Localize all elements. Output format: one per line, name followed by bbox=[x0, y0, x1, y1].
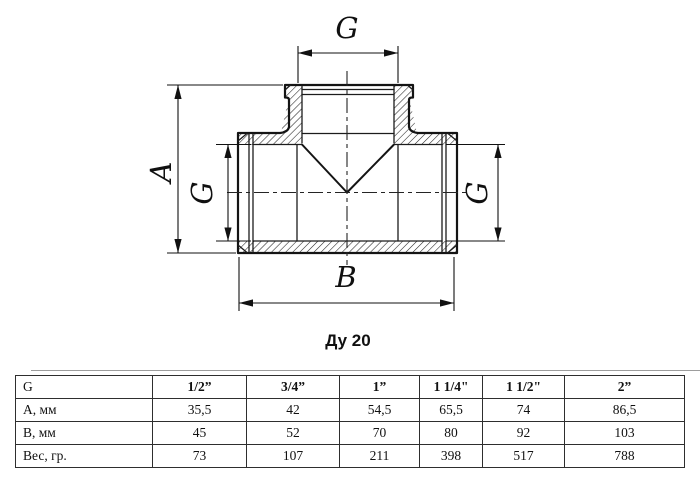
table-cell: 103 bbox=[564, 421, 685, 445]
table-cell: 92 bbox=[482, 421, 565, 445]
table-row-b-mm: В, мм 45 52 70 80 92 103 bbox=[15, 421, 685, 445]
dimension-g-top: G bbox=[297, 11, 399, 83]
arrowhead-right-icon bbox=[384, 49, 398, 57]
arrowhead-up-icon bbox=[494, 144, 502, 158]
dim-label-a: A bbox=[144, 162, 178, 186]
table-row-thread-sizes: G 1/2” 3/4” 1” 1 1/4" 1 1/2" 2” bbox=[15, 375, 685, 399]
table-cell: 517 bbox=[482, 444, 565, 468]
table-cell: 70 bbox=[339, 421, 420, 445]
drawing-caption: Ду 20 bbox=[325, 331, 370, 350]
dim-label-g-top: G bbox=[335, 11, 358, 45]
table-cell: 35,5 bbox=[152, 398, 247, 422]
dimension-a: A bbox=[144, 84, 283, 254]
arrowhead-up-icon bbox=[174, 85, 182, 99]
row-header: G bbox=[15, 375, 153, 399]
dimensions-table: G 1/2” 3/4” 1” 1 1/4" 1 1/2" 2” А, мм 35… bbox=[15, 375, 685, 468]
column-header: 3/4” bbox=[246, 375, 340, 399]
drawing-table-divider bbox=[31, 370, 700, 371]
dimension-b: B bbox=[238, 257, 455, 311]
table-row-weight: Вес, гр. 73 107 211 398 517 788 bbox=[15, 444, 685, 468]
table-cell: 52 bbox=[246, 421, 340, 445]
arrowhead-right-icon bbox=[440, 299, 454, 307]
arrowhead-down-icon bbox=[494, 227, 502, 241]
table-cell: 65,5 bbox=[419, 398, 483, 422]
arrowhead-left-icon bbox=[298, 49, 312, 57]
column-header: 2” bbox=[564, 375, 685, 399]
table-cell: 73 bbox=[152, 444, 247, 468]
table-row-a-mm: А, мм 35,5 42 54,5 65,5 74 86,5 bbox=[15, 398, 685, 422]
arrowhead-down-icon bbox=[174, 239, 182, 253]
table-cell: 45 bbox=[152, 421, 247, 445]
column-header: 1 1/4" bbox=[419, 375, 483, 399]
table-cell: 86,5 bbox=[564, 398, 685, 422]
row-header: Вес, гр. bbox=[15, 444, 153, 468]
arrowhead-left-icon bbox=[239, 299, 253, 307]
row-header: А, мм bbox=[15, 398, 153, 422]
dimension-g-left: G bbox=[185, 143, 251, 242]
arrowhead-down-icon bbox=[224, 227, 232, 241]
row-header: В, мм bbox=[15, 421, 153, 445]
column-header: 1/2” bbox=[152, 375, 247, 399]
table-cell: 42 bbox=[246, 398, 340, 422]
column-header: 1” bbox=[339, 375, 420, 399]
table-cell: 211 bbox=[339, 444, 420, 468]
dimension-g-right: G bbox=[446, 143, 505, 242]
tee-fitting-technical-drawing: G A G G bbox=[144, 11, 505, 350]
dim-label-g-right: G bbox=[460, 181, 494, 204]
dim-label-g-left: G bbox=[185, 181, 219, 204]
table-cell: 107 bbox=[246, 444, 340, 468]
arrowhead-up-icon bbox=[224, 144, 232, 158]
table-cell: 788 bbox=[564, 444, 685, 468]
table-cell: 80 bbox=[419, 421, 483, 445]
column-header: 1 1/2" bbox=[482, 375, 565, 399]
table-cell: 398 bbox=[419, 444, 483, 468]
table-cell: 74 bbox=[482, 398, 565, 422]
centerlines bbox=[227, 71, 468, 265]
funnel-section bbox=[301, 143, 395, 194]
table-cell: 54,5 bbox=[339, 398, 420, 422]
dim-label-b: B bbox=[334, 260, 356, 294]
